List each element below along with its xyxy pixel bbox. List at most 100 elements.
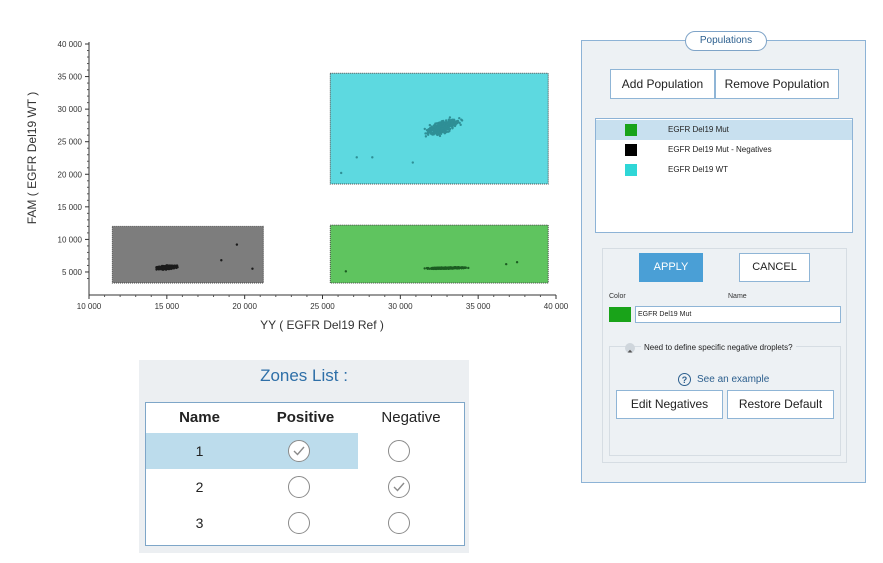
- axes: 10 000 15 000 20 000 25 000 30 000 35 000 40 0…: [58, 40, 569, 311]
- droplet-point: [235, 243, 239, 246]
- droplet-point: [425, 129, 429, 132]
- droplet-point: [411, 161, 414, 164]
- droplet-point: [344, 270, 348, 273]
- droplet-point: [438, 121, 441, 124]
- droplet-point: [464, 266, 467, 269]
- table-row[interactable]: 1: [146, 433, 464, 469]
- population-label: EGFR Del19 Mut: [668, 125, 729, 134]
- x-tick-label: 20 000: [232, 302, 257, 311]
- droplet-point: [437, 126, 441, 129]
- droplet-point: [220, 259, 223, 262]
- column-header-positive: Positive: [276, 409, 335, 426]
- droplet-point: [434, 122, 437, 125]
- cancel-button[interactable]: CANCEL: [739, 253, 810, 282]
- population-item[interactable]: EGFR Del19 WT: [596, 160, 852, 180]
- droplet-point: [458, 116, 461, 120]
- x-tick-label: 15 000: [155, 302, 180, 311]
- droplet-point: [448, 116, 452, 119]
- droplet-point: [451, 266, 454, 269]
- population-item[interactable]: EGFR Del19 Mut - Negatives: [596, 140, 852, 160]
- table-row[interactable]: 3: [146, 505, 464, 541]
- negatives-question: Need to define specific negative droplet…: [641, 343, 796, 352]
- remove-population-button[interactable]: Remove Population: [715, 69, 839, 99]
- populations-panel: Populations Add Population Remove Popula…: [581, 31, 866, 483]
- droplet-point: [440, 127, 444, 130]
- droplet-point: [445, 128, 448, 131]
- droplet-point: [355, 156, 358, 159]
- droplet-point: [453, 120, 457, 124]
- color-label: Color: [609, 293, 626, 300]
- droplet-point: [458, 121, 461, 125]
- table-row[interactable]: 2: [146, 469, 464, 505]
- droplet-point: [449, 124, 453, 127]
- x-tick-label: 30 000: [388, 302, 413, 311]
- droplet-point: [443, 131, 446, 135]
- y-tick-label: 20 000: [58, 170, 83, 179]
- droplet-point: [371, 156, 374, 159]
- droplet-point: [444, 124, 448, 128]
- droplet-point: [447, 118, 451, 121]
- droplet-point: [443, 122, 446, 125]
- droplet-point: [439, 132, 443, 135]
- zones-list-title: Zones List :: [260, 366, 348, 385]
- column-header-name: Name: [179, 409, 220, 426]
- column-header-negative: Negative: [381, 409, 441, 426]
- negative-radio[interactable]: [388, 440, 410, 462]
- negative-radio[interactable]: [388, 512, 410, 534]
- collapse-icon[interactable]: [625, 343, 635, 353]
- negative-radio[interactable]: [388, 476, 410, 498]
- help-icon[interactable]: ?: [678, 373, 691, 386]
- y-axis-label: FAM ( EGFR Del19 WT ): [25, 92, 39, 224]
- droplet-point: [251, 267, 254, 270]
- droplet-point: [435, 126, 439, 130]
- zone-name-cell: 1: [195, 443, 204, 459]
- droplet-point: [423, 127, 426, 131]
- droplet-point: [448, 127, 452, 131]
- droplet-point: [426, 266, 430, 270]
- positive-radio[interactable]: [288, 512, 310, 534]
- droplet-point: [442, 124, 446, 128]
- x-tick-label: 35 000: [466, 302, 491, 311]
- droplet-point: [166, 264, 169, 267]
- color-swatch-picker[interactable]: [609, 307, 631, 322]
- population-name-input[interactable]: EGFR Del19 Mut: [635, 306, 841, 323]
- positive-radio[interactable]: [288, 476, 310, 498]
- scatter-plot[interactable]: 10 000 15 000 20 000 25 000 30 000 35 000 40 0…: [0, 0, 575, 340]
- y-tick-label: 35 000: [58, 73, 83, 82]
- droplet-point: [460, 118, 463, 121]
- droplet-points: [155, 116, 519, 273]
- edit-negatives-button[interactable]: Edit Negatives: [616, 390, 723, 419]
- x-tick-label: 10 000: [77, 302, 102, 311]
- positive-radio[interactable]: [288, 440, 310, 462]
- zone-rect[interactable]: [111, 225, 264, 284]
- population-label: EGFR Del19 Mut - Negatives: [668, 145, 772, 154]
- y-tick-label: 30 000: [58, 105, 83, 114]
- check-icon: [293, 446, 305, 456]
- droplet-point: [432, 128, 436, 131]
- droplet-point: [457, 266, 461, 269]
- zones-layer: [111, 72, 549, 284]
- droplet-point: [426, 130, 430, 134]
- droplet-point: [423, 267, 426, 270]
- x-tick-label: 40 000: [544, 302, 569, 311]
- zone-rect[interactable]: [329, 224, 549, 284]
- see-example-link[interactable]: See an example: [697, 374, 770, 385]
- restore-default-button[interactable]: Restore Default: [727, 390, 834, 419]
- population-item[interactable]: EGFR Del19 Mut: [596, 120, 852, 140]
- population-color-swatch: [625, 144, 637, 156]
- droplet-point: [447, 266, 450, 270]
- x-axis-label: YY ( EGFR Del19 Ref ): [260, 318, 384, 332]
- apply-button[interactable]: APPLY: [639, 253, 703, 282]
- x-tick-label: 25 000: [310, 302, 335, 311]
- droplet-point: [176, 266, 179, 269]
- populations-legend: Populations: [685, 31, 767, 51]
- droplet-point: [456, 266, 459, 270]
- droplet-point: [444, 119, 448, 122]
- droplet-point: [455, 122, 459, 125]
- population-color-swatch: [625, 164, 637, 176]
- droplet-point: [433, 266, 436, 270]
- droplet-point: [447, 122, 451, 125]
- droplet-point: [173, 266, 176, 270]
- add-population-button[interactable]: Add Population: [610, 69, 715, 99]
